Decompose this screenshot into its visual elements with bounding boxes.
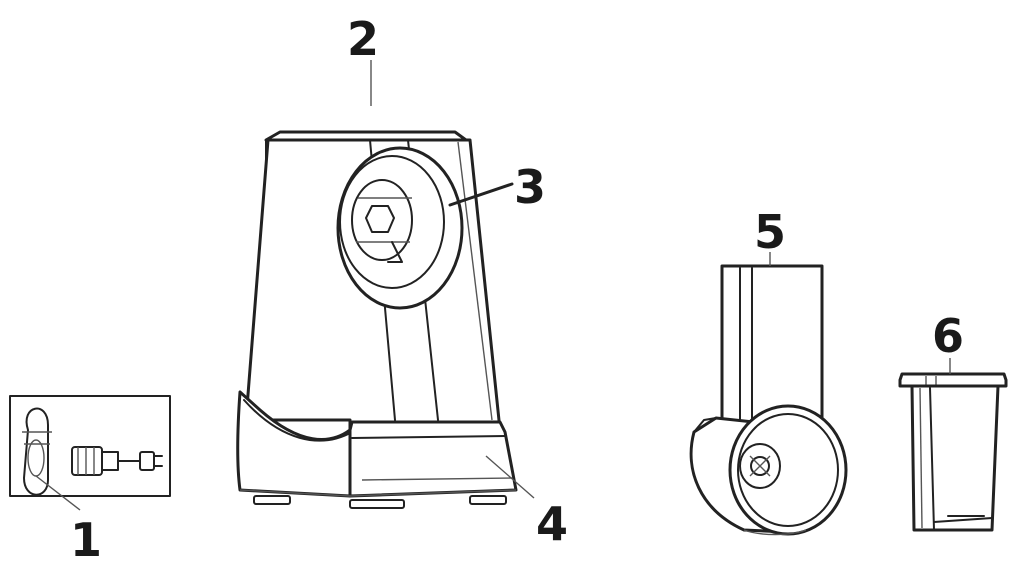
part-label-5: 5 xyxy=(754,205,786,259)
part-label-3: 3 xyxy=(514,160,546,214)
part-label-1: 1 xyxy=(70,513,102,562)
base-icon xyxy=(239,420,518,509)
food-pusher-icon xyxy=(898,372,1008,532)
drive-socket-icon xyxy=(336,146,464,310)
leader-lines xyxy=(370,60,951,499)
leader-3 xyxy=(448,182,514,207)
part-label-6: 6 xyxy=(932,309,964,363)
grater-drum-housing-icon xyxy=(689,264,848,536)
part-label-4: 4 xyxy=(536,497,568,551)
leader-4 xyxy=(485,455,535,499)
part-label-2: 2 xyxy=(347,12,379,66)
power-cord-icon xyxy=(9,395,171,511)
